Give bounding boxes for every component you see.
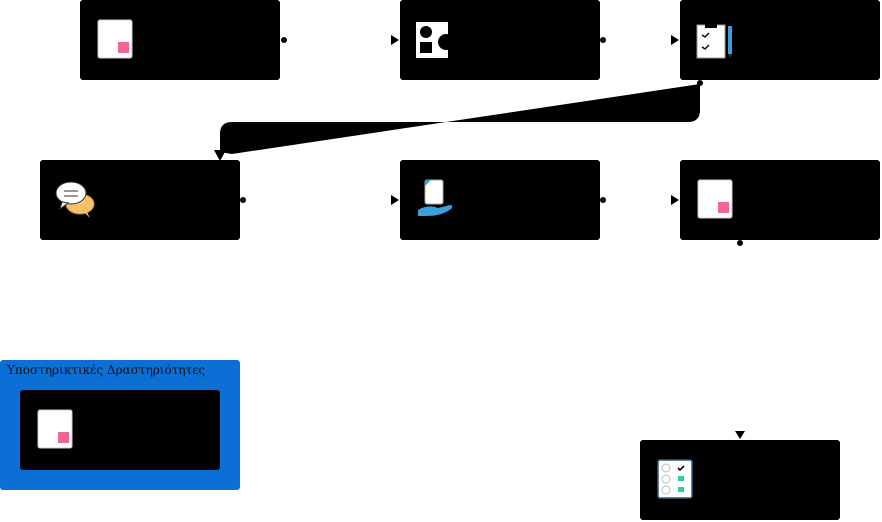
- edge-n1-n2: [281, 35, 399, 45]
- group-label: Υποστηρικτικές Δραστηριότητες: [7, 363, 206, 377]
- clipboard-pencil-icon: [696, 22, 732, 59]
- document-pink-icon: [97, 19, 133, 59]
- process-node-2[interactable]: [400, 0, 600, 80]
- edge-n5-n6: [600, 195, 679, 205]
- process-node-3[interactable]: [680, 0, 880, 80]
- process-node-5[interactable]: [400, 160, 600, 240]
- process-node-1[interactable]: [80, 0, 280, 80]
- process-node-4[interactable]: [40, 160, 240, 240]
- edge-n2-n3: [600, 35, 679, 45]
- document-pink-icon: [697, 179, 733, 219]
- chat-bubbles-icon: [55, 181, 95, 218]
- process-node-7[interactable]: [640, 440, 840, 520]
- hand-document-icon: [418, 179, 453, 216]
- checklist-icon: [657, 459, 693, 499]
- document-pink-icon: [37, 409, 73, 449]
- shapes-icon: [416, 22, 454, 58]
- edge-n6-n7: [735, 240, 745, 439]
- process-node-6[interactable]: [680, 160, 880, 240]
- edge-n4-n5: [240, 195, 399, 205]
- edge-n3-n4: [214, 80, 703, 161]
- support-node[interactable]: [20, 390, 220, 470]
